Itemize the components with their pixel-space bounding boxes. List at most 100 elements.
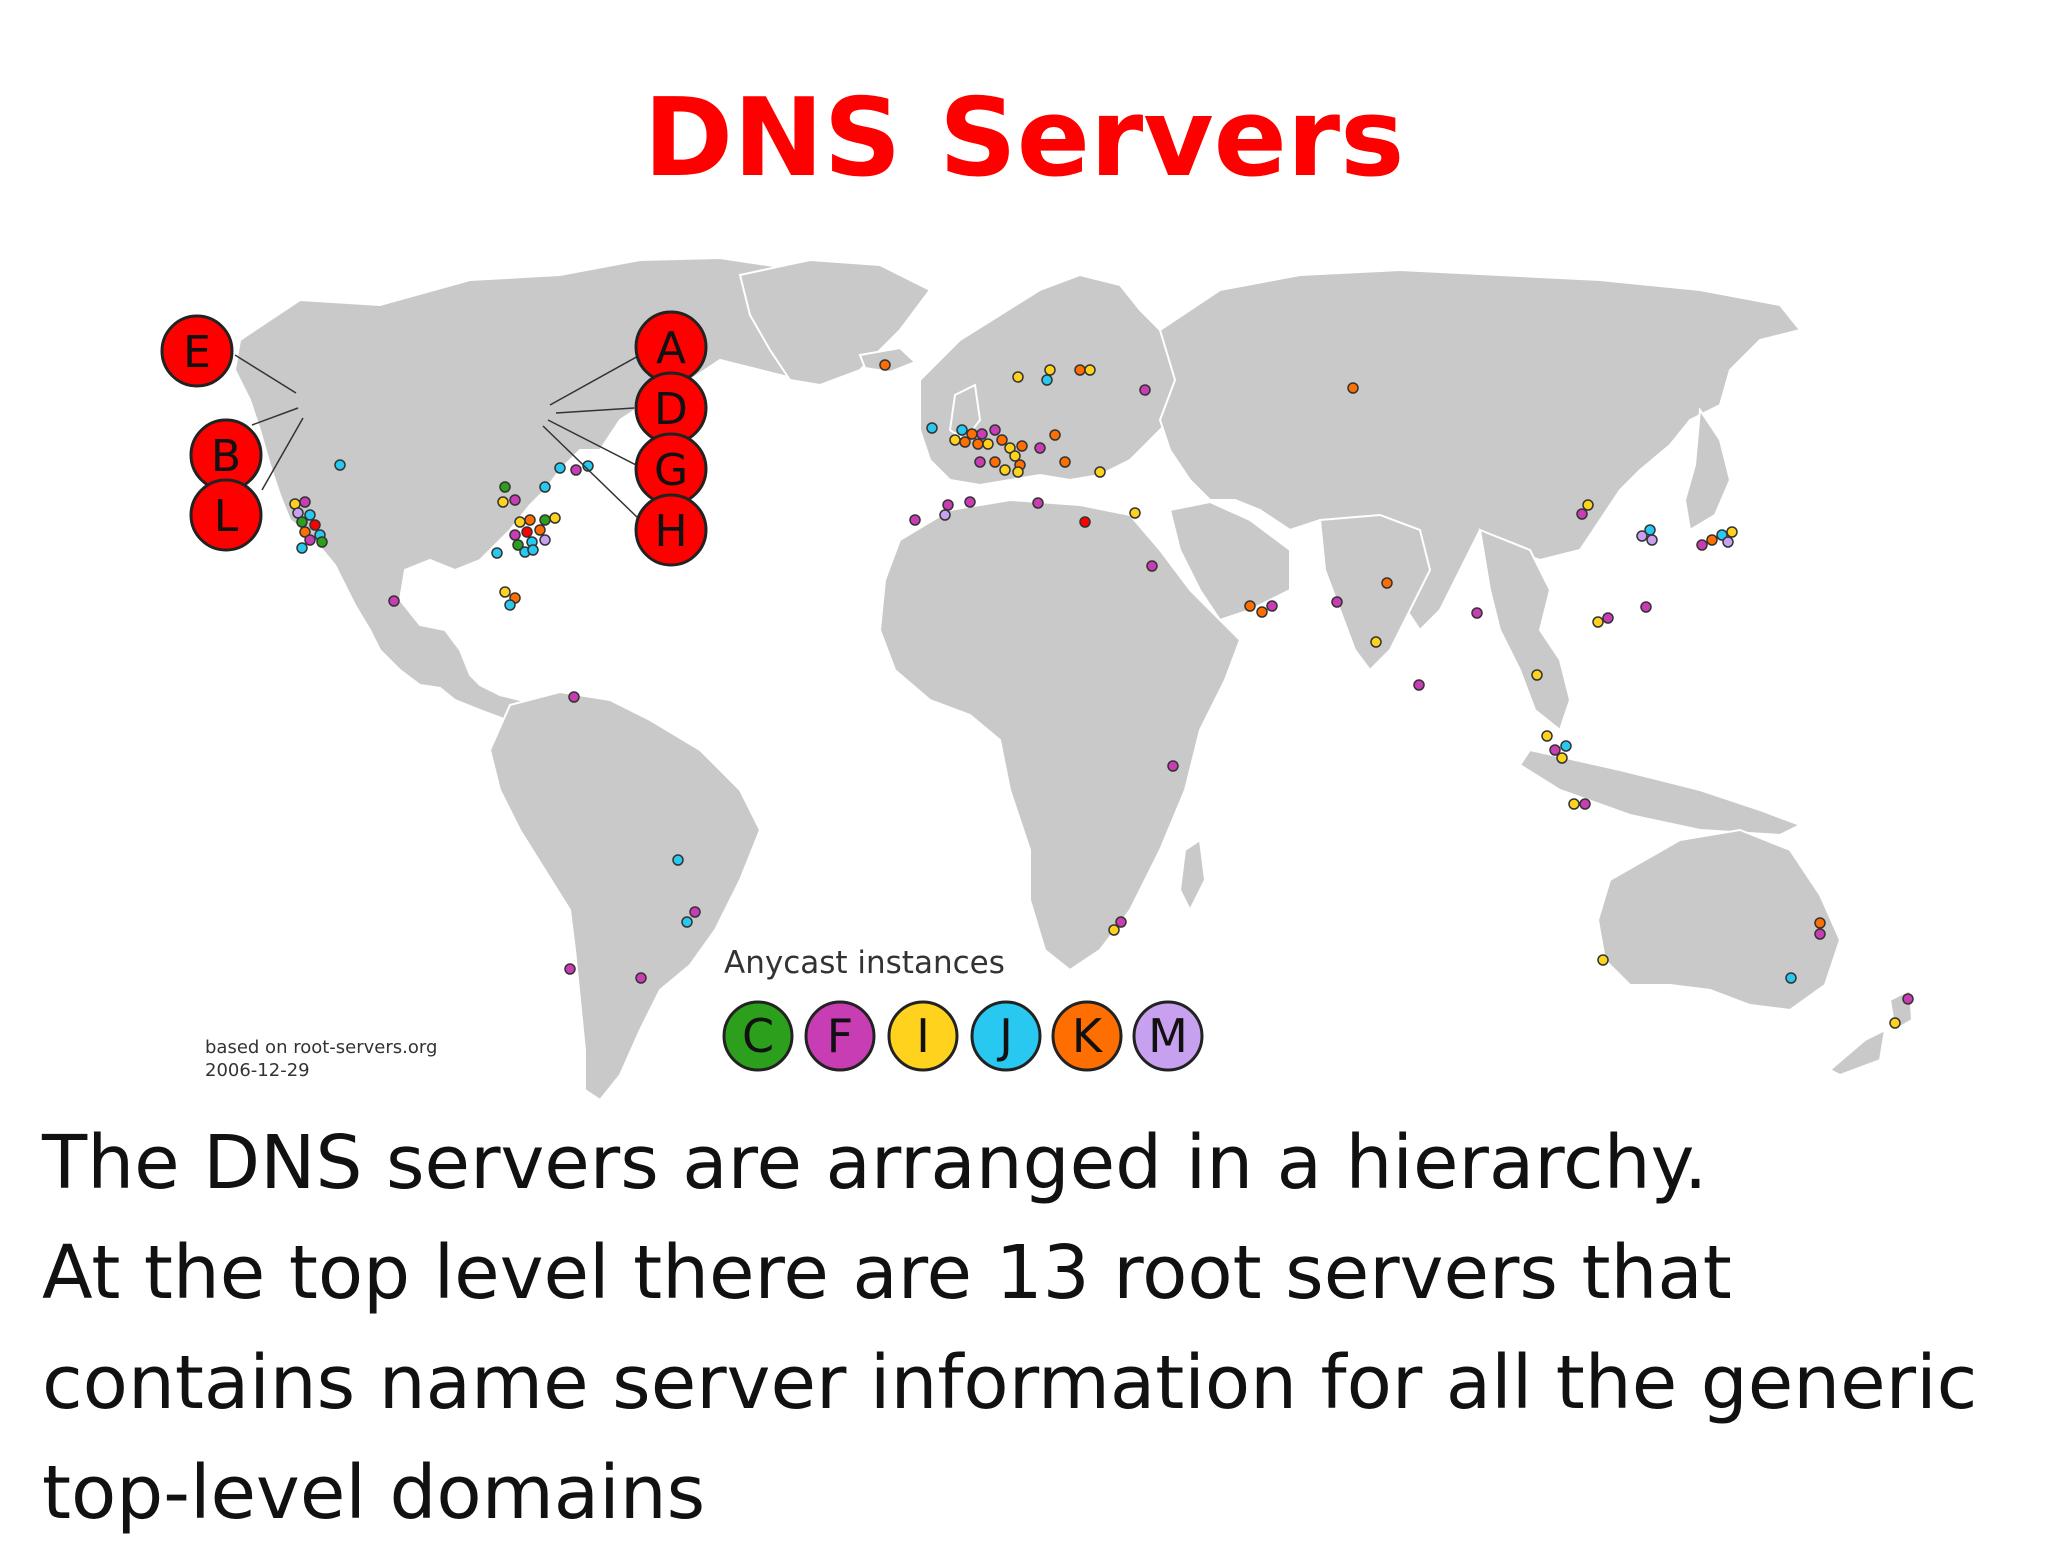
instance-dot bbox=[1016, 440, 1028, 452]
instance-dot bbox=[1079, 516, 1091, 528]
instance-dot bbox=[1722, 536, 1734, 548]
instance-dot bbox=[1579, 798, 1591, 810]
world-map: E B L A D G H Anycast instances bbox=[160, 256, 1914, 1102]
svg-text:A: A bbox=[656, 323, 686, 374]
instance-dot bbox=[1049, 429, 1061, 441]
root-server-L: L bbox=[189, 478, 263, 552]
instance-dot bbox=[1381, 577, 1393, 589]
instance-dot bbox=[296, 516, 308, 528]
instance-dot bbox=[497, 496, 509, 508]
instance-dot bbox=[334, 459, 346, 471]
instance-dot bbox=[1331, 596, 1343, 608]
instance-dot bbox=[672, 854, 684, 866]
instance-dot bbox=[1549, 744, 1561, 756]
landmass-southeast-asia bbox=[1478, 528, 1572, 732]
instance-dot bbox=[504, 599, 516, 611]
body-line-4: top-level domains bbox=[42, 1450, 706, 1536]
instance-dot bbox=[1640, 601, 1652, 613]
instance-dot bbox=[527, 544, 539, 556]
landmass-new-zealand bbox=[1828, 988, 1914, 1077]
root-server-E: E bbox=[160, 314, 234, 388]
instance-dot bbox=[926, 422, 938, 434]
instance-dot bbox=[689, 906, 701, 918]
instance-dot bbox=[1146, 560, 1158, 572]
instance-dot bbox=[989, 424, 1001, 436]
root-servers-west: E B L bbox=[160, 314, 263, 552]
instance-dot bbox=[499, 481, 511, 493]
instance-dot bbox=[1129, 507, 1141, 519]
instance-dot bbox=[304, 534, 316, 546]
instance-dot bbox=[539, 481, 551, 493]
svg-text:M: M bbox=[1148, 1009, 1188, 1063]
instance-dot bbox=[1889, 1017, 1901, 1029]
landmass-south-america bbox=[488, 690, 762, 1102]
instance-dot bbox=[982, 438, 994, 450]
legend-C: C bbox=[722, 1000, 794, 1072]
instance-dot bbox=[635, 972, 647, 984]
svg-text:J: J bbox=[996, 1009, 1013, 1063]
connector-D bbox=[555, 407, 635, 414]
instance-dot bbox=[304, 509, 316, 521]
instance-dot bbox=[1084, 364, 1096, 376]
instance-dot bbox=[1646, 534, 1658, 546]
instance-dot bbox=[1009, 450, 1021, 462]
landmass-madagascar bbox=[1178, 838, 1207, 913]
instance-dot bbox=[309, 519, 321, 531]
svg-text:I: I bbox=[916, 1009, 930, 1063]
instance-dot bbox=[521, 526, 533, 538]
instance-dot bbox=[1167, 760, 1179, 772]
svg-text:K: K bbox=[1072, 1009, 1104, 1063]
body-line-1: The DNS servers are arranged in a hierar… bbox=[42, 1120, 1708, 1206]
instance-dot bbox=[1785, 972, 1797, 984]
body-line-2: At the top level there are 13 root serve… bbox=[42, 1230, 1732, 1316]
instance-dot bbox=[999, 464, 1011, 476]
instance-dot bbox=[1004, 442, 1016, 454]
instance-dot bbox=[1568, 798, 1580, 810]
root-server-connectors bbox=[234, 354, 641, 521]
instance-dot bbox=[949, 434, 961, 446]
landmass-australia bbox=[1596, 828, 1842, 1012]
instance-dot bbox=[1032, 497, 1044, 509]
instance-dot bbox=[1108, 924, 1120, 936]
legend-F: F bbox=[804, 1000, 876, 1072]
instance-dot bbox=[582, 460, 594, 472]
instance-dot bbox=[549, 512, 561, 524]
connector-E bbox=[234, 354, 297, 394]
instance-dot bbox=[1347, 382, 1359, 394]
root-server-G: G bbox=[634, 432, 708, 506]
landmass-arabia bbox=[1168, 500, 1291, 622]
svg-text:D: D bbox=[654, 384, 688, 435]
instance-dot bbox=[1059, 456, 1071, 468]
slide-body: The DNS servers are arranged in a hierar… bbox=[42, 1108, 2032, 1548]
legend-M: M bbox=[1132, 1000, 1204, 1072]
instance-dot bbox=[939, 509, 951, 521]
instance-dot bbox=[316, 536, 328, 548]
instance-dot bbox=[1413, 679, 1425, 691]
landmass-asia bbox=[1158, 268, 1802, 632]
instance-dot bbox=[1266, 600, 1278, 612]
instance-dot bbox=[956, 424, 968, 436]
instance-dot bbox=[509, 529, 521, 541]
instance-dot bbox=[972, 438, 984, 450]
instance-dot bbox=[1094, 466, 1106, 478]
instance-dot bbox=[1814, 928, 1826, 940]
slide-title: DNS Servers bbox=[643, 76, 1405, 201]
instance-dot bbox=[512, 539, 524, 551]
instance-dot bbox=[491, 547, 503, 559]
instance-dot bbox=[1597, 954, 1609, 966]
instance-dot bbox=[942, 499, 954, 511]
instance-dot bbox=[499, 586, 511, 598]
root-servers-east: A D G H bbox=[634, 310, 708, 567]
svg-text:H: H bbox=[654, 506, 687, 557]
instance-dot bbox=[1902, 993, 1914, 1005]
landmass-indonesia bbox=[1518, 748, 1803, 837]
instance-dot bbox=[568, 691, 580, 703]
anycast-legend: C F I J K M bbox=[722, 1000, 1204, 1072]
instance-dot bbox=[1034, 442, 1046, 454]
instance-dot bbox=[299, 526, 311, 538]
svg-text:C: C bbox=[742, 1009, 774, 1063]
instance-dot bbox=[296, 542, 308, 554]
instance-dot bbox=[1139, 384, 1151, 396]
instance-dot bbox=[564, 963, 576, 975]
instance-dot bbox=[1541, 730, 1553, 742]
